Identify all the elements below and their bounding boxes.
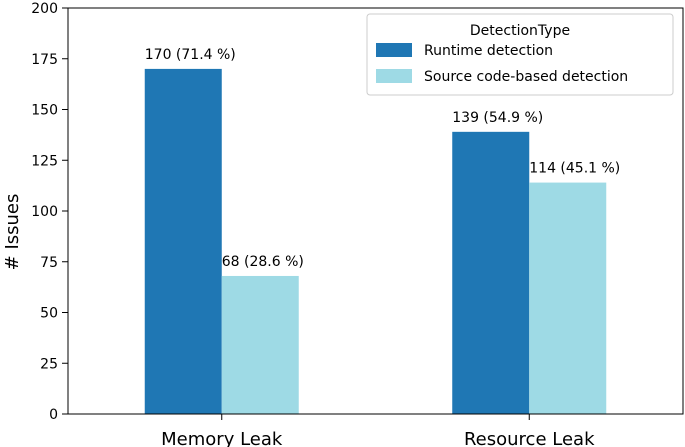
data-labels-layer: 170 (71.4 %) 68 (28.6 %) 139 (54.9 %) 114 (…	[145, 47, 621, 270]
bar-runtime-0	[144, 68, 222, 415]
bar-source-code-1	[529, 182, 607, 414]
bar-value-label: 170 (71.4 %)	[145, 47, 236, 63]
y-tick-label: 125	[31, 153, 58, 169]
bar-value-label: 139 (54.9 %)	[452, 110, 543, 126]
bar-value-label: 68 (28.6 %)	[222, 254, 304, 270]
y-tick-label: 175	[31, 52, 58, 68]
legend-label: Runtime detection	[424, 43, 553, 59]
plot-frame	[67, 7, 684, 415]
legend-title: DetectionType	[470, 23, 570, 39]
y-tick-label: 100	[31, 204, 58, 220]
bars-layer	[144, 68, 607, 415]
bar-runtime-1	[452, 131, 530, 414]
legend-frame	[366, 13, 674, 96]
y-tick-label: 75	[40, 255, 58, 271]
x-tick-label: Memory Leak	[161, 429, 283, 447]
y-tick-label: 0	[49, 407, 58, 423]
y-axis-title: # Issues	[2, 194, 23, 271]
axes-layer: Memory Leak Resource Leak 0 25 50 75 100 125 150…	[31, 1, 684, 447]
legend-label: Source code-based detection	[424, 69, 628, 85]
legend-swatch-source-code	[376, 69, 412, 83]
y-tick-label: 50	[40, 306, 58, 322]
x-tick-label: Resource Leak	[464, 429, 595, 447]
y-tick-label: 150	[31, 103, 58, 119]
bar-source-code-0	[221, 275, 299, 414]
y-tick-label: 200	[31, 1, 58, 17]
y-tick-label: 25	[40, 356, 58, 372]
bar-value-label: 114 (45.1 %)	[529, 161, 620, 177]
legend-swatch-runtime	[376, 43, 412, 57]
